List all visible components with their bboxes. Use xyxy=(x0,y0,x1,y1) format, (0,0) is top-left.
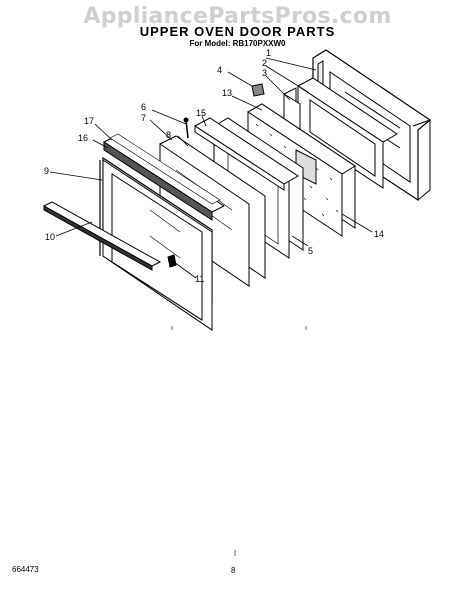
callout-5: 5 xyxy=(308,246,313,256)
outer-door-frame xyxy=(99,156,213,331)
callout-10: 10 xyxy=(45,232,55,242)
leader-lines xyxy=(49,57,373,279)
watermark: AppliancePartsPros.com xyxy=(83,4,392,29)
model-subtitle: For Model: RB170PXXW0 xyxy=(189,39,286,48)
bottom-trim xyxy=(42,201,162,271)
callout-13: 13 xyxy=(222,88,232,98)
callout-1: 1 xyxy=(266,48,271,58)
callout-6: 6 xyxy=(141,102,146,112)
small-clip xyxy=(251,83,265,97)
callout-14: 14 xyxy=(374,229,384,239)
callout-3: 3 xyxy=(262,68,267,78)
document-number: 664473 xyxy=(12,565,39,574)
callout-4: 4 xyxy=(217,65,222,75)
bottom-clip xyxy=(167,254,177,268)
callout-7: 7 xyxy=(141,113,146,123)
registration-marks xyxy=(171,326,307,556)
door-handle xyxy=(102,133,226,221)
callout-8: 8 xyxy=(166,130,171,140)
glass-retainer xyxy=(194,117,299,191)
diagram-title: UPPER OVEN DOOR PARTS xyxy=(139,24,336,39)
door-liner xyxy=(297,77,398,189)
callout-17: 17 xyxy=(84,116,94,126)
callout-16: 16 xyxy=(78,133,88,143)
callout-15: 15 xyxy=(196,108,206,118)
callout-11: 11 xyxy=(195,274,204,284)
callout-2: 2 xyxy=(262,58,267,68)
screw xyxy=(183,117,189,139)
callout-9: 9 xyxy=(44,166,49,176)
page-number: 8 xyxy=(231,566,236,575)
